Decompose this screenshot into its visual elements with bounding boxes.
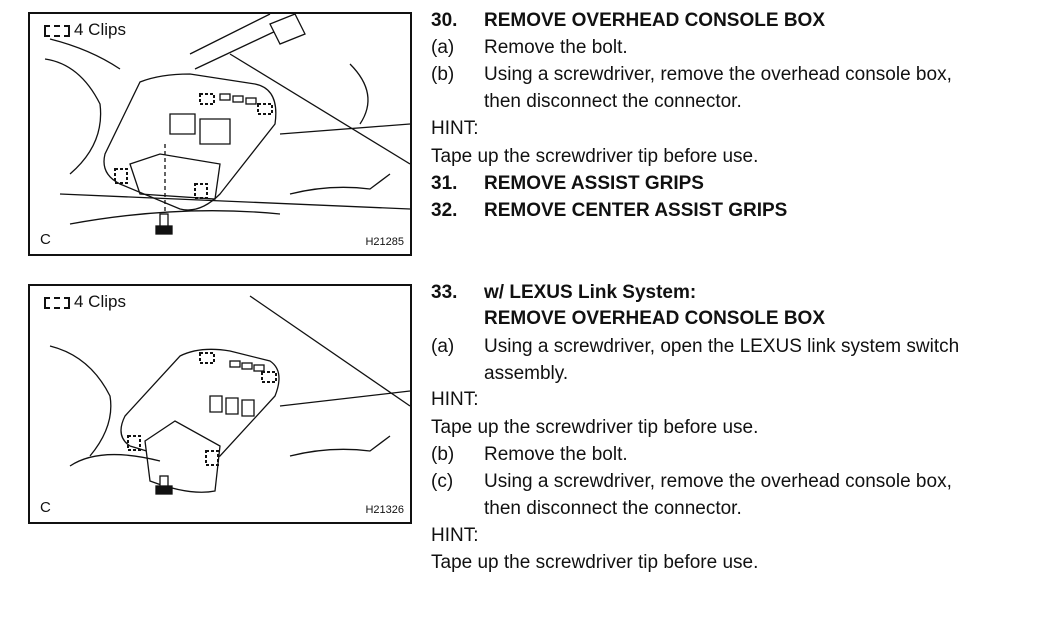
illustration-console-screwdriver	[44, 14, 410, 235]
legend-text: 4 Clips	[74, 292, 126, 311]
figure-lexus-link-console-removal: 4 Clips C H21326	[28, 284, 412, 524]
substep-label: (a)	[431, 336, 455, 357]
step-title: REMOVE CENTER ASSIST GRIPS	[484, 200, 788, 221]
substep-label: (c)	[431, 471, 454, 492]
substep-text: Using a screwdriver, remove the overhead…	[484, 471, 952, 492]
step-title: REMOVE OVERHEAD CONSOLE BOX	[484, 10, 825, 31]
clip-symbol-icon	[44, 296, 70, 309]
substep-text: Using a screwdriver, remove the overhead…	[484, 64, 952, 85]
hint-label: HINT:	[431, 389, 479, 410]
substep-label: (a)	[431, 37, 455, 58]
illustration-console-lexus-link	[49, 295, 410, 495]
step-number: 33.	[431, 282, 458, 303]
step-number: 32.	[431, 200, 458, 221]
legend-text: 4 Clips	[74, 20, 126, 39]
substep-text: then disconnect the connector.	[484, 91, 742, 112]
figure-corner-label: C	[40, 231, 51, 248]
step-title: REMOVE OVERHEAD CONSOLE BOX	[484, 308, 825, 329]
hint-text: Tape up the screwdriver tip before use.	[431, 417, 759, 438]
figure-code: H21326	[365, 504, 404, 516]
substep-text: Remove the bolt.	[484, 444, 628, 465]
clip-legend: 4 Clips	[44, 292, 126, 312]
substep-text: Remove the bolt.	[484, 37, 628, 58]
substep-text: then disconnect the connector.	[484, 498, 742, 519]
hint-text: Tape up the screwdriver tip before use.	[431, 552, 759, 573]
substep-text: Using a screwdriver, open the LEXUS link…	[484, 336, 960, 357]
step-condition: w/ LEXUS Link System:	[484, 282, 697, 303]
figure-overhead-console-removal: 4 Clips C H21285	[28, 12, 412, 256]
clip-symbol-icon	[44, 24, 70, 37]
hint-label: HINT:	[431, 118, 479, 139]
step-number: 30.	[431, 10, 458, 31]
hint-text: Tape up the screwdriver tip before use.	[431, 146, 759, 167]
figure-code: H21285	[365, 236, 404, 248]
substep-text: assembly.	[484, 363, 569, 384]
substep-label: (b)	[431, 64, 455, 85]
substep-label: (b)	[431, 444, 455, 465]
figure-corner-label: C	[40, 499, 51, 516]
clip-legend: 4 Clips	[44, 20, 126, 40]
hint-label: HINT:	[431, 525, 479, 546]
step-title: REMOVE ASSIST GRIPS	[484, 173, 704, 194]
step-number: 31.	[431, 173, 458, 194]
